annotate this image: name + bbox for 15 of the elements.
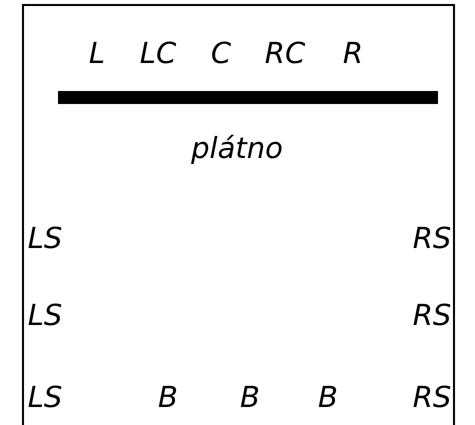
speaker-label: LC <box>140 36 176 70</box>
speaker-label: LS <box>28 221 62 255</box>
speaker-label: R <box>342 36 364 70</box>
speaker-label: C <box>210 36 232 70</box>
speaker-label: B <box>318 380 338 414</box>
speaker-label: RC <box>264 36 306 70</box>
speaker-label: LS <box>28 298 62 332</box>
speaker-label: LS <box>28 380 62 414</box>
speaker-label: B <box>240 380 260 414</box>
speaker-label: RS <box>412 298 452 332</box>
speaker-label: RS <box>412 380 452 414</box>
speaker-label: RS <box>412 221 452 255</box>
screen-label: plátno <box>191 131 283 165</box>
speaker-label: L <box>88 36 106 70</box>
speaker-label: B <box>158 380 178 414</box>
